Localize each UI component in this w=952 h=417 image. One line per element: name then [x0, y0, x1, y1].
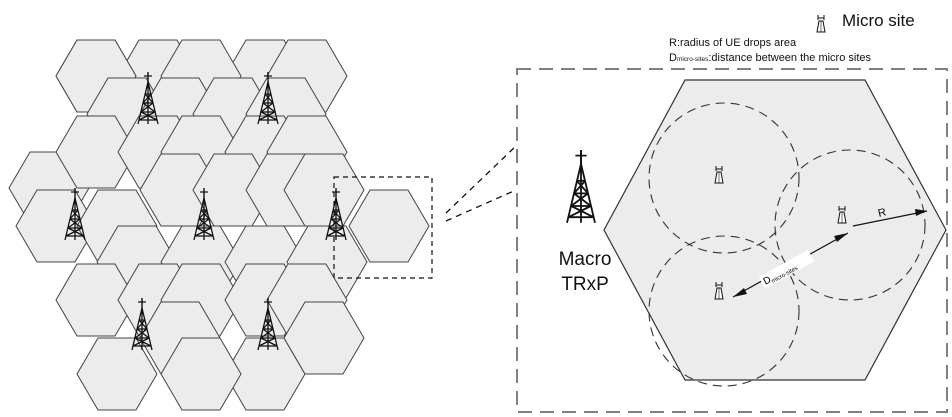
- radius-label: R: [877, 206, 888, 220]
- zoom-selection-box: [333, 176, 433, 279]
- distance-label-symbol: D: [762, 274, 774, 287]
- macro-trxp-label: Macro TRxP: [540, 247, 630, 297]
- ue-drop-circle: [774, 149, 926, 301]
- hex-cell: [283, 301, 365, 375]
- radius-arrow: [852, 209, 928, 227]
- distance-definition-text: :distance between the micro sites: [708, 52, 872, 64]
- macro-label-line1: Macro: [558, 249, 612, 270]
- micro-site-icon: [837, 205, 847, 224]
- macro-tower-icon: [566, 149, 596, 224]
- distance-definition-symbol: D: [669, 52, 677, 64]
- zoom-connector-line: [445, 189, 517, 222]
- ue-drop-circle: [648, 235, 800, 387]
- macro-label-line2: TRxP: [561, 274, 609, 295]
- hex-cell: [76, 337, 158, 411]
- micro-site-icon: [816, 14, 826, 33]
- hex-cell: [160, 337, 242, 411]
- ue-drop-circle: [648, 102, 800, 254]
- radius-definition: R:radius of UE drops area: [669, 37, 797, 49]
- distance-definition-subscript: micro-sites: [676, 56, 709, 63]
- micro-site-icon: [714, 165, 724, 184]
- distance-definition: Dmicro-sites:distance between the micro …: [669, 52, 871, 66]
- micro-site-icon: [714, 281, 724, 300]
- hex-cell: [55, 263, 137, 337]
- zoom-connector-line: [445, 145, 517, 214]
- hex-cell: [55, 115, 137, 189]
- ue-drop-areas: [648, 102, 926, 387]
- detail-frame: [516, 68, 948, 413]
- micro-site-legend-label: Micro site: [842, 11, 915, 30]
- hex-cell: [348, 189, 430, 263]
- hexagon-cell-grid: [8, 39, 430, 411]
